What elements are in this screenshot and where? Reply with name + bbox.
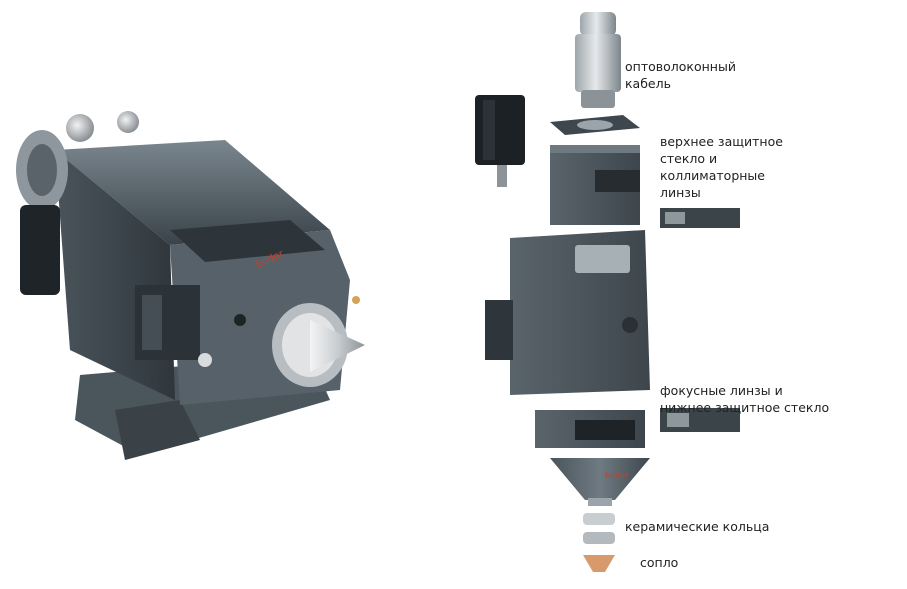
brand-mark-small: bodor [605,471,629,480]
label-ceramic-rings: керамические кольца [625,519,770,534]
assembled-laser-head-image: bodor [16,111,365,460]
label-fiber-cable: оптоволоконный кабель [625,59,736,91]
upper-plate-part [550,115,640,135]
nozzle-body-part: bodor [550,458,650,506]
upper-side-actuator-part [660,208,740,228]
focus-lens-module-part [535,408,740,448]
collimator-block-part [550,145,640,225]
fiber-cable-part [575,12,621,108]
exploded-view-diagram: bodor [475,12,740,572]
ceramic-ring-parts [583,513,615,544]
motor-part [475,95,525,187]
main-housing-part [485,230,650,395]
label-upper-glass-collimator: верхнее защитное стекло и коллиматорные … [660,134,783,200]
label-nozzle: сопло [640,555,679,570]
label-focus-lens-lower-glass: фокусные линзы и нижнее защитное стекло [660,383,830,415]
nozzle-tip-part [583,555,615,572]
